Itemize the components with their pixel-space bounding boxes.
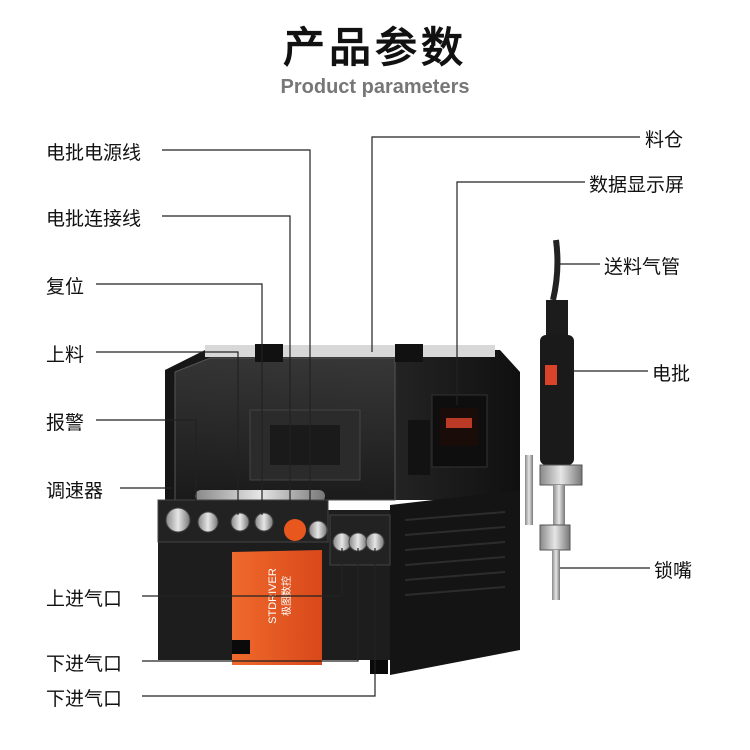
page-subtitle: Product parameters [280,76,470,98]
feed-button [230,512,250,532]
label-speed-controller: 调速器 [46,480,104,502]
label-alarm: 报警 [46,412,85,434]
speed-knob [165,507,191,533]
reset-button [254,512,274,532]
label-feed-tube: 送料气管 [604,256,681,278]
label-reset: 复位 [46,276,85,298]
label-connection-cable: 电批连接线 [46,208,142,230]
label-lower-air-inlet-2: 下进气口 [46,688,123,710]
label-feed: 上料 [46,344,85,366]
leader-lines [96,136,650,697]
label-upper-air-inlet: 上进气口 [46,588,123,610]
lock-nozzle [552,550,560,600]
electric-screwdriver [525,239,583,600]
label-lock-nozzle: 锁嘴 [654,560,693,582]
label-screwdriver: 电批 [652,363,691,385]
hopper-lid [205,345,495,357]
feeder-machine: STDRIVER 极图数控 [157,344,520,675]
label-display: 数据显示屏 [589,174,685,196]
handle [195,490,325,502]
label-power-cable: 电批电源线 [46,142,142,164]
page-title: 产品参数 [282,23,467,72]
alarm-button [284,519,306,541]
label-lower-air-inlet-1: 下进气口 [46,653,123,675]
label-hopper: 料仓 [645,129,684,151]
brand-panel [232,550,322,665]
